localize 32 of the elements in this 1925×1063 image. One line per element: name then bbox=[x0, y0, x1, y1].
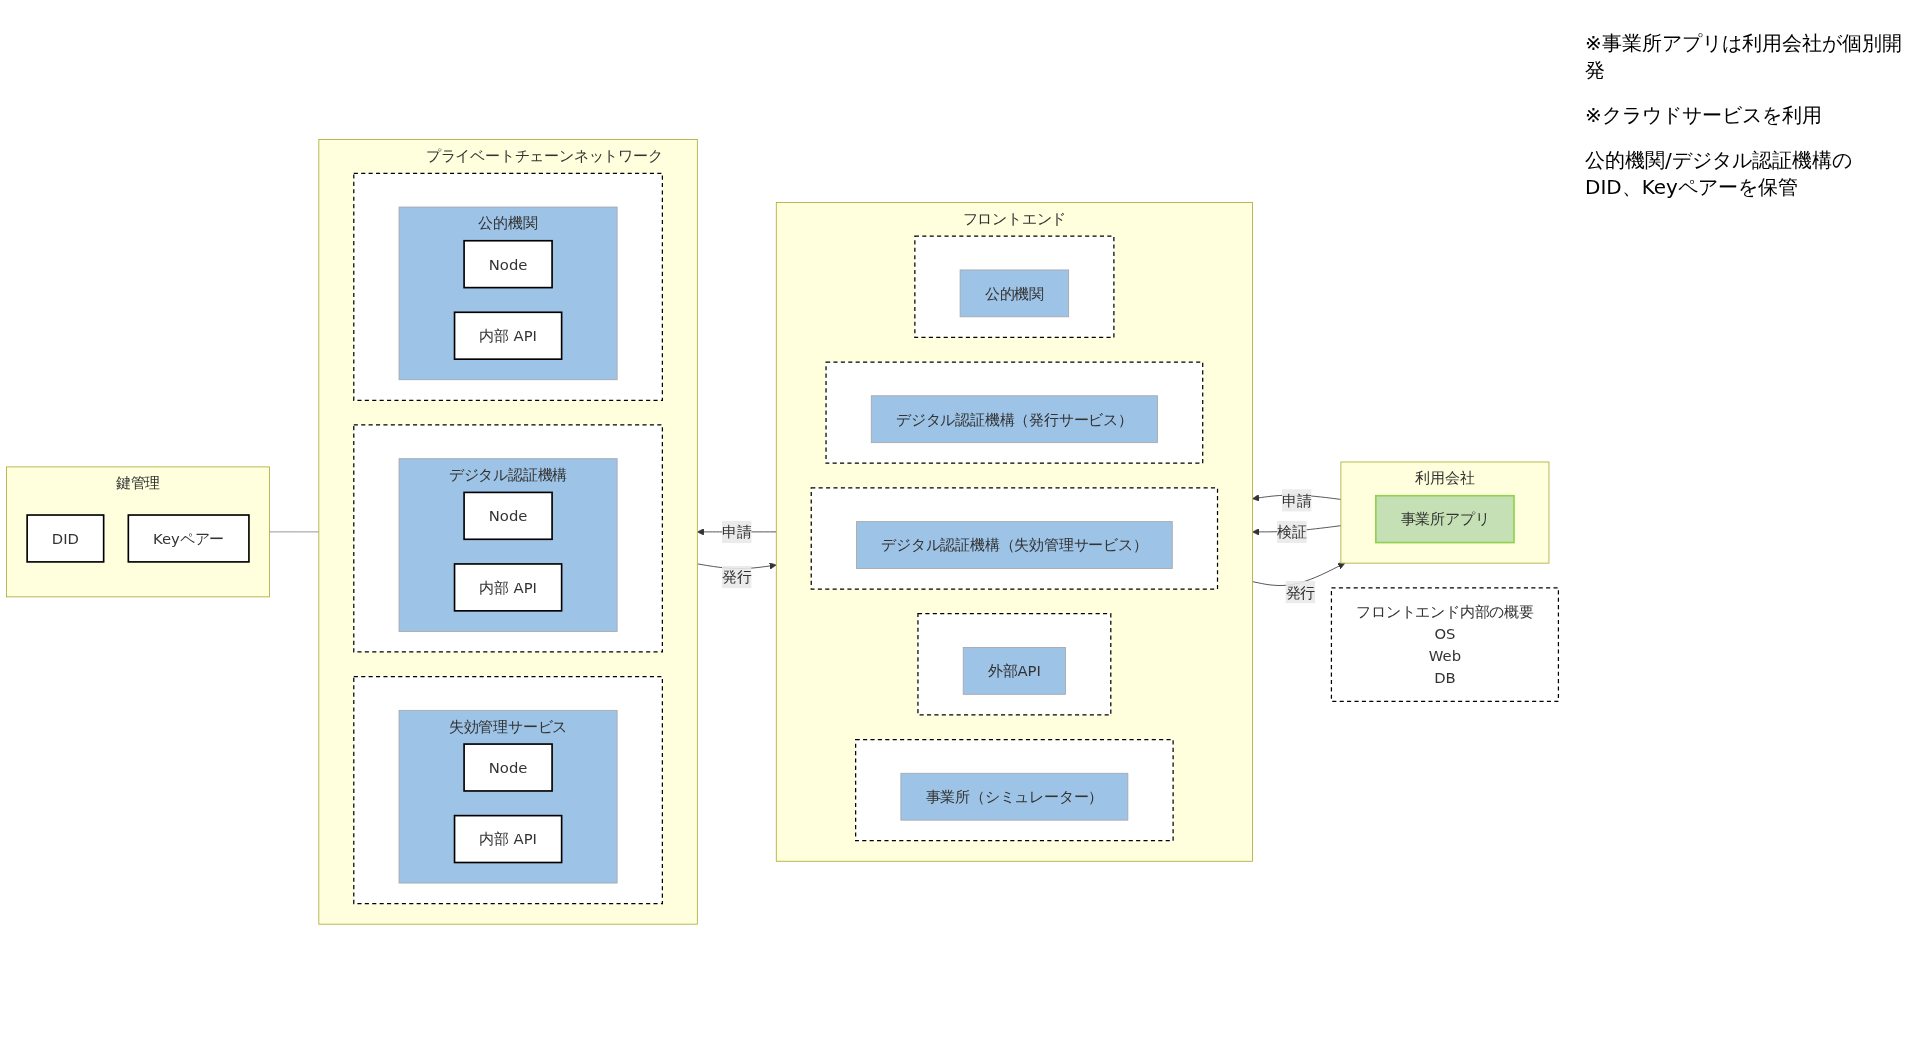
node-box: フロントエンド内部の概要 OS Web DB bbox=[1330, 586, 1560, 702]
node-box: 事業所（シミュレーター） bbox=[900, 772, 1129, 821]
node-box: 内部 API bbox=[453, 562, 563, 612]
note-text: 公的機関/デジタル認証機構のDID、Keyペアーを保管 bbox=[1585, 147, 1853, 201]
node-box: DID bbox=[26, 513, 105, 563]
edge-label: 発行 bbox=[1285, 583, 1316, 601]
node-box: Node bbox=[463, 239, 553, 289]
node-box: Keyペアー bbox=[127, 513, 250, 563]
cluster bbox=[353, 172, 663, 401]
note-text: ※クラウドサービスを利用 bbox=[1585, 102, 1823, 129]
node-box: 事業所アプリ bbox=[1375, 494, 1515, 543]
node-box: 外部API bbox=[962, 646, 1066, 695]
node-box: デジタル認証機構（失効管理サービス） bbox=[856, 520, 1173, 569]
edge-label: 申請 bbox=[722, 522, 752, 541]
node-box: Node bbox=[463, 491, 553, 540]
node-box: 内部 API bbox=[453, 311, 563, 360]
edge-label: 申請 bbox=[1281, 491, 1312, 509]
edge-label: 検証 bbox=[1277, 522, 1307, 541]
cluster bbox=[917, 612, 1112, 716]
node-box: Node bbox=[463, 742, 553, 792]
note-text: ※事業所アプリは利用会社が個別開発 bbox=[1585, 30, 1903, 84]
node-box: 公的機関 bbox=[959, 269, 1070, 317]
cluster bbox=[810, 486, 1219, 590]
connector bbox=[269, 531, 320, 532]
node-box: 内部 API bbox=[453, 814, 563, 863]
cluster bbox=[855, 738, 1174, 841]
node-box: デジタル認証機構（発行サービス） bbox=[870, 394, 1158, 443]
edge-label: 発行 bbox=[721, 568, 752, 586]
cluster bbox=[353, 675, 663, 904]
cluster bbox=[353, 423, 663, 653]
cluster bbox=[825, 361, 1204, 464]
cluster bbox=[914, 235, 1115, 338]
